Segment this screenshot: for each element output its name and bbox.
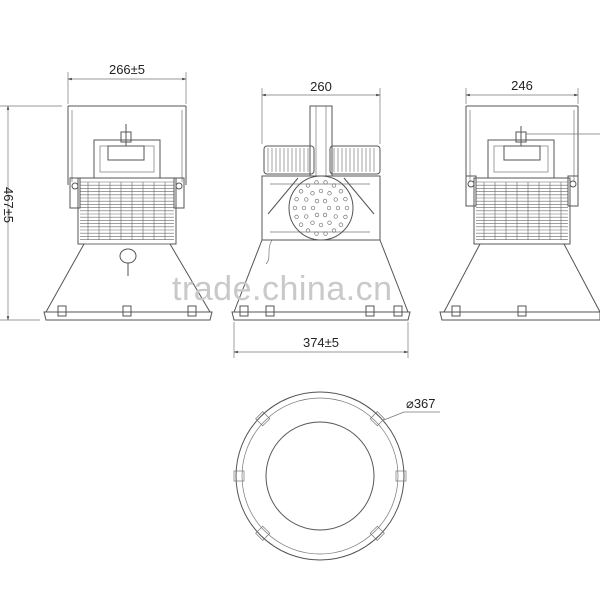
dim-ring-diameter: ⌀367 bbox=[383, 396, 440, 421]
dim-right-width: 246 bbox=[465, 78, 579, 104]
ring-view bbox=[233, 391, 407, 561]
right-side-view bbox=[439, 105, 600, 321]
dim-right-width-label: 246 bbox=[511, 78, 533, 93]
dim-front-width-label: 260 bbox=[310, 79, 332, 94]
front-view bbox=[231, 105, 411, 321]
dim-left-height: 467±5 bbox=[0, 105, 62, 321]
left-side-view bbox=[43, 105, 213, 321]
dim-left-width-label: 266±5 bbox=[109, 62, 145, 77]
watermark-text: trade.china.cn bbox=[172, 270, 393, 308]
dim-base-width-label: 374±5 bbox=[303, 335, 339, 350]
dim-left-width: 266±5 bbox=[67, 62, 187, 104]
dim-base-width: 374±5 bbox=[233, 322, 409, 358]
dim-left-height-label: 467±5 bbox=[1, 187, 16, 223]
dim-ring-diameter-label: ⌀367 bbox=[406, 396, 436, 411]
dim-front-width: 260 bbox=[261, 79, 381, 144]
